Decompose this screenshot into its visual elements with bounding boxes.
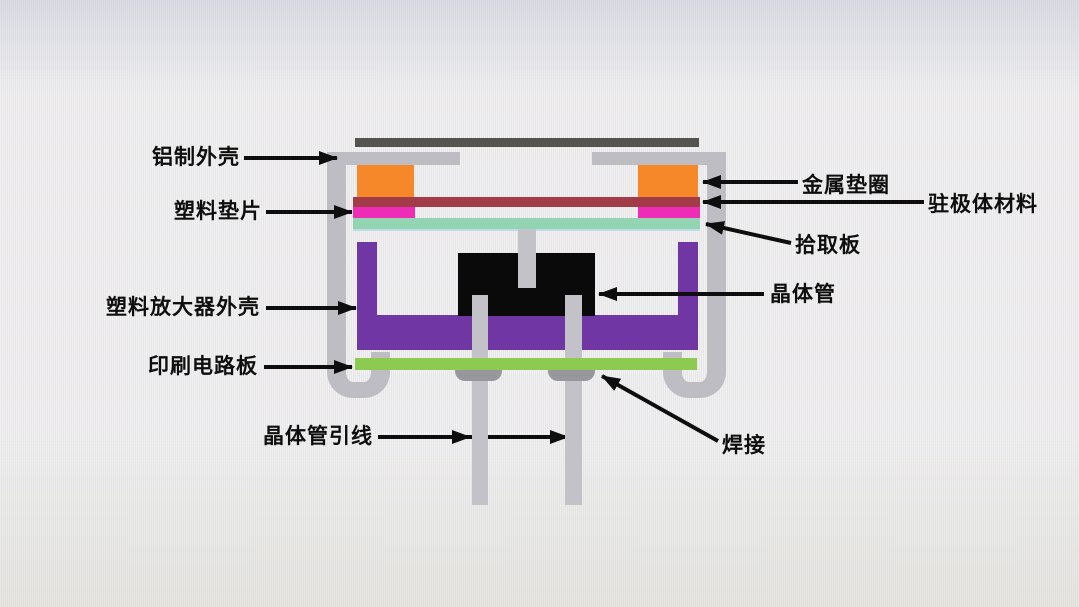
solder-joint-left-shape <box>455 370 502 381</box>
solder-joint-right-shape <box>548 370 595 381</box>
label-solder: 焊接 <box>722 434 766 457</box>
plastic-gasket-left-shape <box>353 207 415 218</box>
metal-washer-left-shape <box>357 165 414 197</box>
electret-material-shape <box>353 197 700 207</box>
label-printed-circuit-board: 印刷电路板 <box>148 355 258 378</box>
case-top-plate-shape <box>355 138 699 147</box>
label-aluminum-case: 铝制外壳 <box>152 146 240 169</box>
metal-washer-right-shape <box>638 165 698 197</box>
label-plastic-gasket: 塑料垫片 <box>174 200 262 223</box>
transistor-lead-right-shape <box>565 295 582 505</box>
plastic-amplifier-case-shape <box>357 242 698 350</box>
pickup-plate-contact-post-shape <box>518 229 536 288</box>
label-plastic-amplifier-case: 塑料放大器外壳 <box>106 296 260 319</box>
label-transistor: 晶体管 <box>770 283 836 306</box>
label-transistor-leads: 晶体管引线 <box>263 425 373 448</box>
label-pickup-plate: 拾取板 <box>795 234 861 257</box>
aluminum-case-rim-left-shape <box>327 152 460 165</box>
transistor-lead-left-shape <box>472 295 488 505</box>
printed-circuit-board-shape <box>355 358 697 370</box>
aluminum-case-wall-right-shape <box>707 152 726 355</box>
aluminum-case-wall-left-shape <box>327 152 346 355</box>
plastic-gasket-right-shape <box>638 207 700 218</box>
label-metal-washer: 金属垫圈 <box>802 174 890 197</box>
label-electret-material: 驻极体材料 <box>928 193 1038 216</box>
aluminum-case-rim-right-shape <box>592 152 726 165</box>
